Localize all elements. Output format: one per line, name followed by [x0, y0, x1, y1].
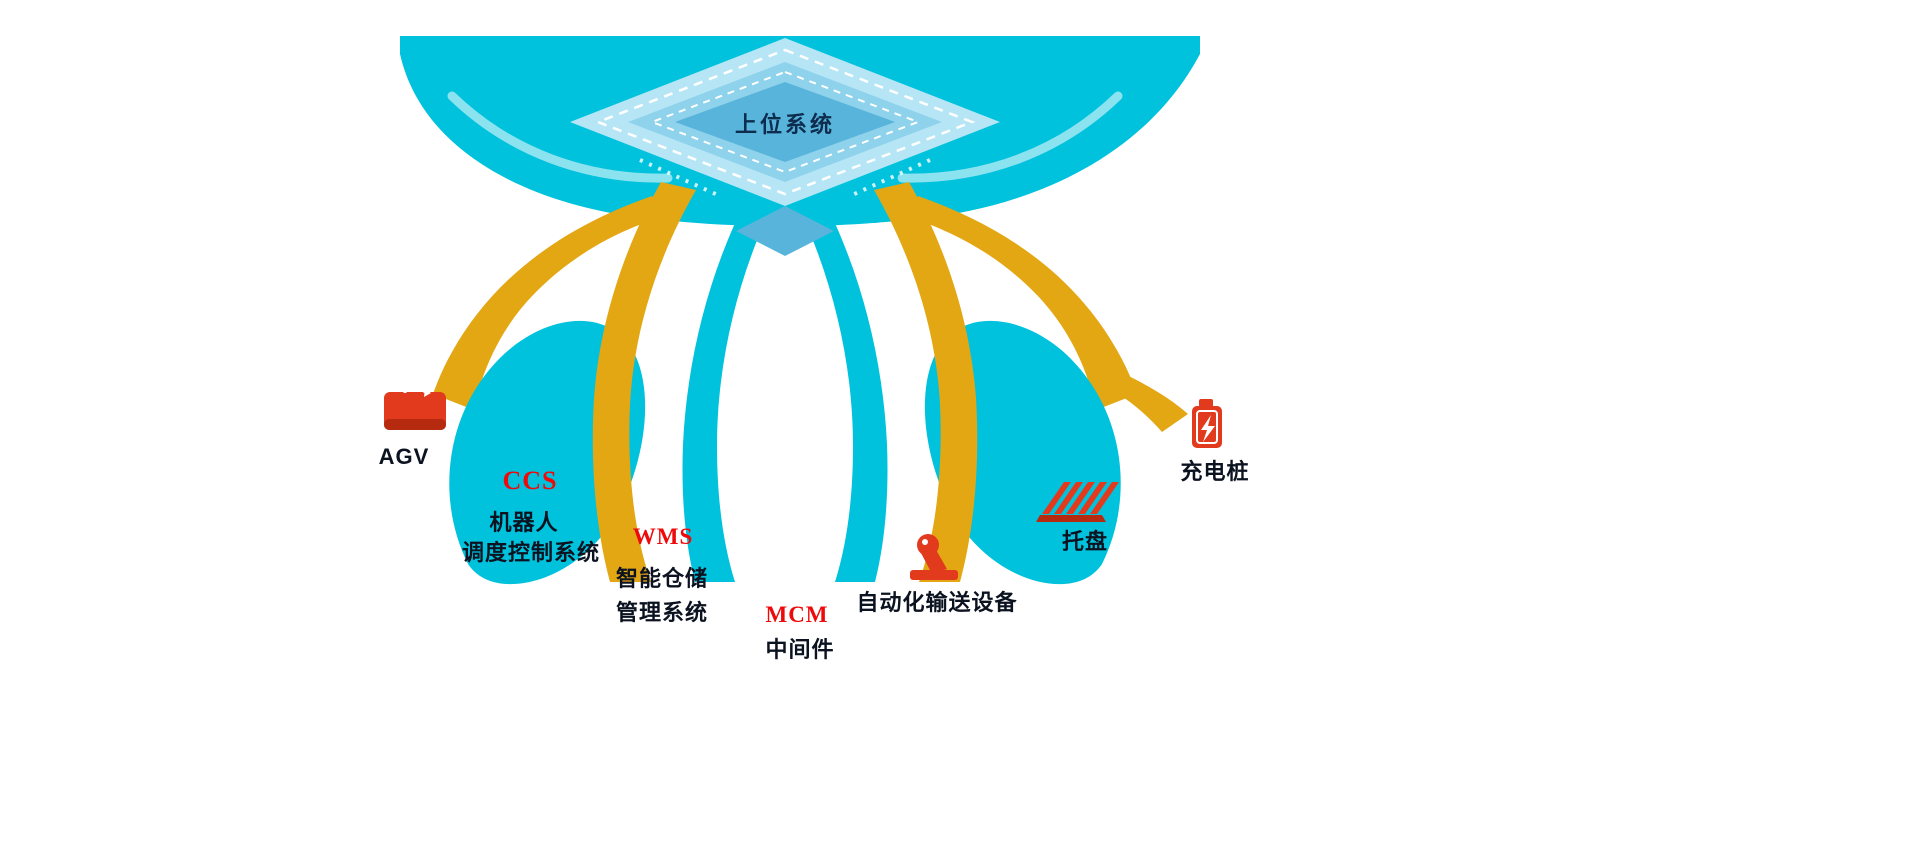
scanner-icon [910, 534, 958, 580]
node-label-automation: 自动化输送设备 [856, 590, 1018, 615]
node-label-agv: AGV [378, 444, 430, 469]
charger-icon [1192, 399, 1222, 448]
hub-label: 上位系统 [734, 112, 836, 137]
node-label-charger: 充电桩 [1180, 459, 1250, 484]
node-acronym-mcm: MCM [765, 602, 829, 627]
ribbon-to-charger [1112, 372, 1188, 432]
ribbons-left [433, 182, 770, 585]
node-label-wms-line2: 管理系统 [615, 600, 709, 625]
node-label-pallet: 托盘 [1061, 529, 1109, 554]
node-label-mcm-line1: 中间件 [765, 637, 835, 662]
node-label-ccs-line2: 调度控制系统 [461, 540, 601, 565]
node-acronym-ccs: CCS [502, 466, 558, 495]
pallet-icon [1036, 482, 1119, 522]
hub-connector-diamond [736, 206, 834, 256]
agv-icon [384, 381, 446, 430]
node-acronym-wms: WMS [632, 524, 694, 549]
node-label-ccs-line1: 机器人 [489, 510, 559, 535]
hub-diamond-icon [570, 38, 1000, 206]
node-label-wms-line1: 智能仓储 [615, 566, 709, 591]
